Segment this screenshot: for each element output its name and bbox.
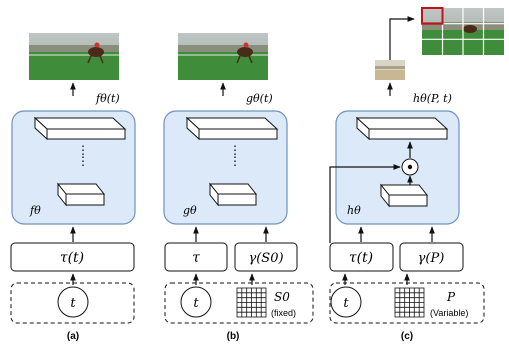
layer-top-c xyxy=(355,116,449,141)
panel-b: gθ(t) ⋮ ⋮ gθ τ γ(S0) t xyxy=(163,33,314,342)
grid-note-c: (Variable) xyxy=(430,308,468,318)
output-label-b: gθ(t) xyxy=(246,92,273,105)
layer-top-b xyxy=(185,116,279,141)
network-label-c: hθ xyxy=(347,204,361,217)
grid-icon-b xyxy=(236,287,267,318)
ellipsis-a: ⋮ xyxy=(77,143,89,157)
layer-bottom-b xyxy=(208,182,258,207)
encoding-box-b-time xyxy=(164,242,228,272)
time-label-c: t xyxy=(343,296,349,311)
input-box-c xyxy=(329,282,485,324)
network-label-b: gθ xyxy=(183,204,197,217)
time-node-b xyxy=(180,286,212,318)
grid-icon-c xyxy=(394,287,425,318)
encoding-label-b-grid: γ(S0) xyxy=(248,251,283,266)
encoding-box-a xyxy=(10,242,135,272)
output-label-a: fθ(t) xyxy=(95,92,120,105)
panel-a: fθ(t) ⋮ ⋮ fθ τ(t) t (a) xyxy=(10,33,136,342)
skip-connection-arrow xyxy=(329,164,401,243)
arrow-patch-to-frame xyxy=(389,16,415,60)
output-image-a xyxy=(29,33,119,80)
caption-a: (a) xyxy=(67,331,79,342)
grid-label-c: P xyxy=(446,290,456,304)
grid-label-b: S0 xyxy=(274,290,290,304)
time-label-b: t xyxy=(193,296,199,311)
caption-c: (c) xyxy=(401,331,413,342)
layer-bottom-a xyxy=(56,182,106,207)
encoding-box-c-grid xyxy=(399,242,464,272)
input-box-a xyxy=(10,282,135,324)
grid-note-b: (fixed) xyxy=(271,308,296,318)
patch-image-c xyxy=(375,60,405,80)
time-label-a: t xyxy=(70,296,76,311)
layer-top-a xyxy=(33,116,127,141)
encoding-box-b-grid xyxy=(234,242,298,272)
layer-bottom-c xyxy=(379,183,429,208)
svg-text:⋮: ⋮ xyxy=(229,154,241,168)
encoding-box-c-time xyxy=(329,242,394,272)
output-image-b xyxy=(178,33,268,80)
encoding-label-c-time: τ(t) xyxy=(349,250,373,266)
encoding-label-c-grid: γ(P) xyxy=(418,251,445,266)
time-node-c xyxy=(330,286,362,318)
panel-c: hθ(P, t) hθ τ(t) γ(P) t xyxy=(329,7,504,342)
output-label-c: hθ(P, t) xyxy=(413,92,452,105)
encoding-label-b-time: τ xyxy=(192,250,200,266)
svg-text:⋮: ⋮ xyxy=(77,154,89,168)
full-frame-image-c xyxy=(421,7,504,55)
network-label-a: fθ xyxy=(29,204,41,217)
caption-b: (b) xyxy=(227,331,240,342)
encoding-label-a: τ(t) xyxy=(60,250,84,266)
ellipsis-b: ⋮ xyxy=(229,143,241,157)
time-node-a xyxy=(57,286,89,318)
highlighted-patch xyxy=(421,7,444,25)
